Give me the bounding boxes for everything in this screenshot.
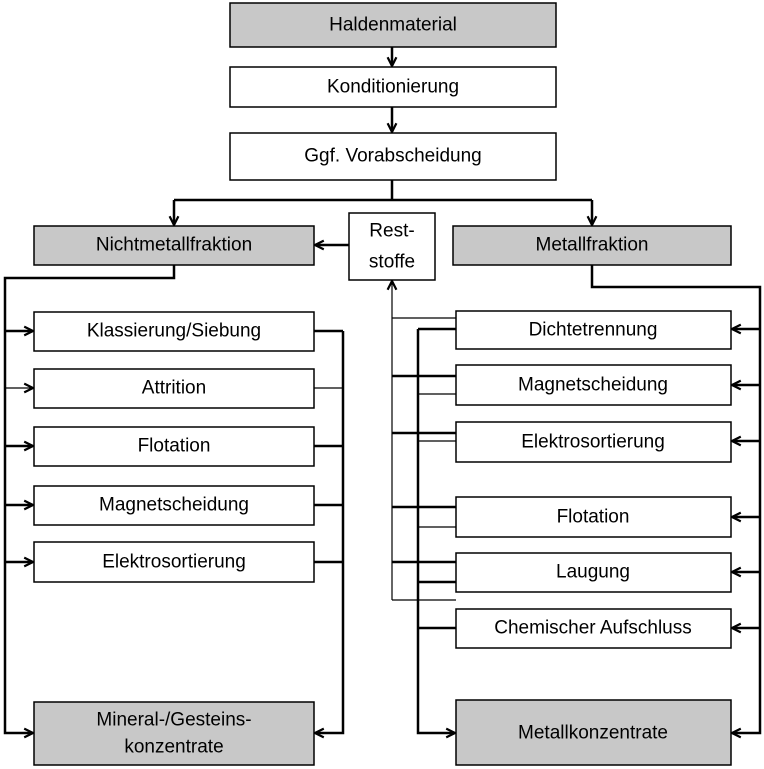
box-mineral-concentrates-label-line2: konzentrate [124,737,223,758]
metal-process-label: Dichtetrennung [529,320,658,341]
metal-process-label: Flotation [557,507,630,528]
box-metal-process: Dichtetrennung [455,310,732,350]
box-residues-label-line1: Rest- [369,221,414,242]
box-source-label: Haldenmaterial [329,15,457,36]
box-metal-process: Chemischer Aufschluss [455,608,732,649]
box-metal-fraction: Metallfraktion [452,225,732,266]
metal-process-label: Magnetscheidung [518,375,668,396]
box-mineral-concentrates: Mineral-/Gesteins- konzentrate [33,701,315,766]
box-metal-process: Laugung [455,552,732,593]
box-mineral-concentrates-label-line1: Mineral-/Gesteins- [96,710,251,731]
nonmetal-process-label: Flotation [138,436,211,457]
nonmetal-process-label: Klassierung/Siebung [87,321,261,342]
box-nonmetal-process: Elektrosortierung [33,541,315,583]
nonmetal-process-label: Magnetscheidung [99,495,249,516]
nonmetal-process-label: Attrition [142,378,206,399]
box-metal-process: Elektrosortierung [455,421,732,463]
box-nonmetal-process: Klassierung/Siebung [33,311,315,352]
box-source: Haldenmaterial [229,2,557,48]
box-conditioning-label: Konditionierung [327,77,459,98]
metal-collect-line [416,329,455,733]
nonmetal-process-label: Elektrosortierung [102,552,246,573]
metal-process-label: Elektrosortierung [521,432,665,453]
metal-process-label: Laugung [556,562,630,583]
box-metal-process: Flotation [455,496,732,538]
box-metal-fraction-label: Metallfraktion [536,235,649,256]
box-metal-process: Magnetscheidung [455,364,732,406]
box-metal-concentrates: Metallkonzentrate [455,699,732,766]
box-conditioning: Konditionierung [229,66,557,108]
box-residues-label-line2: stoffe [369,252,415,273]
metal-feed-line [590,265,762,733]
box-nonmetal-process: Flotation [33,426,315,467]
box-nonmetal-fraction: Nichtmetallfraktion [33,225,315,266]
metal-process-label: Chemischer Aufschluss [494,618,691,639]
box-preseparation-label: Ggf. Vorabscheidung [304,146,481,167]
box-nonmetal-process: Magnetscheidung [33,485,315,526]
nonmetal-collect-line [315,331,345,733]
box-residues: Rest- stoffe [348,212,436,281]
box-nonmetal-process: Attrition [33,368,315,409]
connectors [3,47,762,733]
split-stem [174,180,592,202]
box-metal-concentrates-label: Metallkonzentrate [518,723,668,744]
nonmetal-feed-line [3,265,176,733]
box-nonmetal-fraction-label: Nichtmetallfraktion [96,235,252,256]
box-preseparation: Ggf. Vorabscheidung [229,132,557,181]
